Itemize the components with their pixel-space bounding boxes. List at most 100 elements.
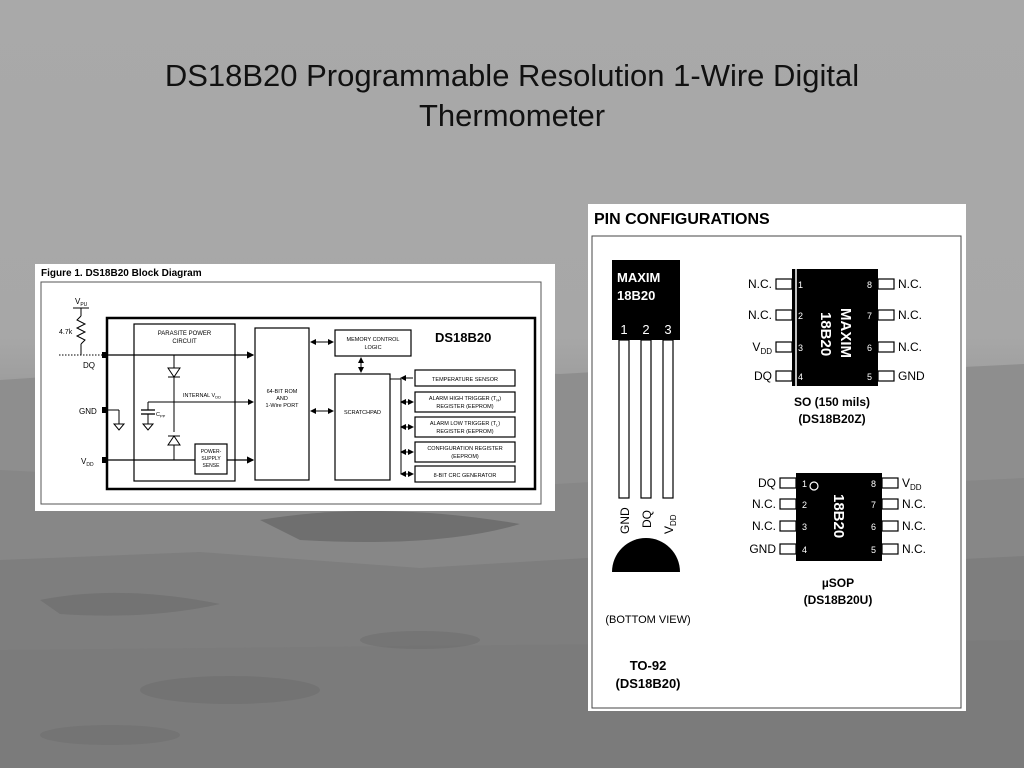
rom-line-2: AND bbox=[276, 396, 288, 402]
rom-block bbox=[254, 327, 310, 481]
rom-line-1: 64-BIT ROM bbox=[267, 389, 298, 395]
power-sense-line-1: POWER- bbox=[201, 449, 222, 455]
usop-package-part: (DS18B20U) bbox=[804, 593, 873, 607]
vpu-label: VPU bbox=[75, 297, 88, 308]
rom-line-3: 1-Wire PORT bbox=[266, 403, 300, 409]
temperature-sensor-label: TEMPERATURE SENSOR bbox=[432, 377, 498, 383]
usop-pin-3-label: N.C. bbox=[752, 519, 776, 533]
to92-lead-vdd-label: VDD bbox=[662, 514, 678, 534]
configuration-register-block bbox=[414, 441, 516, 463]
crc-generator-label: 8-BIT CRC GENERATOR bbox=[434, 473, 497, 479]
usop-pin-3-lead bbox=[779, 520, 797, 532]
so-pin-3-label: VDD bbox=[752, 340, 772, 356]
to92-body bbox=[612, 260, 680, 340]
to92-bottom-pin-2: 2 bbox=[643, 578, 649, 590]
so-pin-5-number: 5 bbox=[867, 372, 872, 382]
resistor-value: 4.7k bbox=[59, 329, 73, 336]
diode-top bbox=[167, 367, 181, 378]
alarm-high-line-2: REGISTER (EEPROM) bbox=[436, 404, 493, 410]
so-package-body bbox=[792, 269, 878, 386]
alarm-low-line-1: ALARM LOW TRIGGER (TL) bbox=[430, 421, 500, 428]
pin-configurations-figure: PIN CONFIGURATIONS MAXIM 18B20 1 2 3 GND… bbox=[588, 204, 966, 711]
so-pin-2-number: 2 bbox=[798, 311, 803, 321]
usop-part: 18B20 bbox=[830, 494, 847, 538]
chip-name-label: DS18B20 bbox=[435, 330, 491, 345]
to92-package-part: (DS18B20) bbox=[615, 676, 680, 691]
alarm-high-line-1: ALARM HIGH TRIGGER (TH) bbox=[429, 396, 501, 403]
to92-bottom-view bbox=[612, 538, 680, 572]
so-pin-2-label: N.C. bbox=[748, 308, 772, 322]
memory-control-block bbox=[334, 329, 412, 357]
so-pin-6-number: 6 bbox=[867, 343, 872, 353]
dq-pin-label: DQ bbox=[83, 361, 95, 370]
to92-lead-gnd-label: GND bbox=[618, 507, 632, 534]
memory-control-line-2: LOGIC bbox=[364, 345, 381, 351]
temperature-sensor-block bbox=[414, 369, 516, 387]
usop-pin-7-number: 7 bbox=[871, 500, 876, 510]
to92-bottom-pin-1: 1 bbox=[625, 578, 631, 590]
so-pin-5-label: GND bbox=[898, 369, 925, 383]
chip-outline bbox=[105, 316, 537, 491]
usop-pin-8-number: 8 bbox=[871, 479, 876, 489]
block-diagram-figure: Figure 1. DS18B20 Block Diagram DS18B20 … bbox=[35, 264, 555, 511]
gnd-pin bbox=[102, 407, 108, 413]
alarm-high-block bbox=[414, 391, 516, 413]
power-sense-line-2: SUPPLY bbox=[201, 456, 221, 462]
slide-title-line-2: Thermometer bbox=[418, 98, 606, 133]
usop-pin-1-label: DQ bbox=[758, 476, 776, 490]
pullup-resistor bbox=[75, 315, 87, 345]
parasite-power-line-2: CIRCUIT bbox=[172, 339, 197, 345]
usop-pin-5-label: N.C. bbox=[902, 542, 926, 556]
so-pin-1-number: 1 bbox=[798, 280, 803, 290]
vdd-pin bbox=[102, 457, 108, 463]
to92-pin-2-number: 2 bbox=[642, 322, 649, 337]
so-pin-4-label: DQ bbox=[754, 369, 772, 383]
so-package-label: SO (150 mils) bbox=[794, 395, 870, 409]
gnd-symbol bbox=[112, 423, 126, 431]
power-supply-sense-block bbox=[194, 443, 228, 475]
usop-pin-5-lead bbox=[881, 543, 899, 555]
pin-configurations-svg: PIN CONFIGURATIONS MAXIM 18B20 1 2 3 GND… bbox=[591, 211, 962, 709]
so-pin-3-number: 3 bbox=[798, 343, 803, 353]
dq-pin bbox=[102, 352, 108, 358]
to92-pin-3-number: 3 bbox=[664, 322, 671, 337]
crc-generator-block bbox=[414, 465, 516, 483]
usop-pin-3-number: 3 bbox=[802, 522, 807, 532]
vdd-pin-label: VDD bbox=[81, 457, 94, 468]
usop-pin-8-label: VDD bbox=[902, 476, 922, 492]
so-pin-7-number: 7 bbox=[867, 311, 872, 321]
figure-caption: Figure 1. DS18B20 Block Diagram bbox=[41, 268, 202, 279]
usop-pin-4-number: 4 bbox=[802, 545, 807, 555]
usop-pin1-dot bbox=[809, 481, 819, 491]
internal-vdd-label: INTERNAL VDD bbox=[183, 393, 221, 400]
to92-part: 18B20 bbox=[617, 288, 655, 303]
alarm-low-line-2: REGISTER (EEPROM) bbox=[436, 429, 493, 435]
so-pin-6-label: N.C. bbox=[898, 340, 922, 354]
to92-package-label: TO-92 bbox=[630, 658, 667, 673]
to92-lead-dq-label: DQ bbox=[640, 510, 654, 528]
so-brand: MAXIM bbox=[837, 308, 854, 358]
usop-pin-4-lead bbox=[779, 543, 797, 555]
scratchpad-block bbox=[334, 373, 391, 481]
pin-config-frame bbox=[591, 235, 962, 709]
so-pin-8-lead bbox=[877, 278, 895, 290]
usop-pin-7-label: N.C. bbox=[902, 497, 926, 511]
usop-package-label: µSOP bbox=[822, 576, 854, 590]
to92-pin-1-number: 1 bbox=[620, 322, 627, 337]
to92-lead-1 bbox=[618, 339, 630, 499]
scratchpad-label: SCRATCHPAD bbox=[344, 410, 381, 416]
so-pin-7-label: N.C. bbox=[898, 308, 922, 322]
to92-bottom-view-label: (BOTTOM VIEW) bbox=[605, 614, 690, 626]
gnd-pin-label: GND bbox=[79, 407, 97, 416]
so-pin-4-number: 4 bbox=[798, 372, 803, 382]
cpp-label: CPP bbox=[156, 412, 166, 419]
so-package-part: (DS18B20Z) bbox=[798, 412, 865, 426]
so-pin-4-lead bbox=[775, 370, 793, 382]
usop-pin-2-label: N.C. bbox=[752, 497, 776, 511]
pin-config-heading: PIN CONFIGURATIONS bbox=[594, 211, 770, 228]
usop-pin-6-lead bbox=[881, 520, 899, 532]
memory-control-line-1: MEMORY CONTROL bbox=[347, 337, 400, 343]
config-register-line-2: (EEPROM) bbox=[451, 454, 479, 460]
slide-title-line-1: DS18B20 Programmable Resolution 1-Wire D… bbox=[164, 58, 860, 93]
